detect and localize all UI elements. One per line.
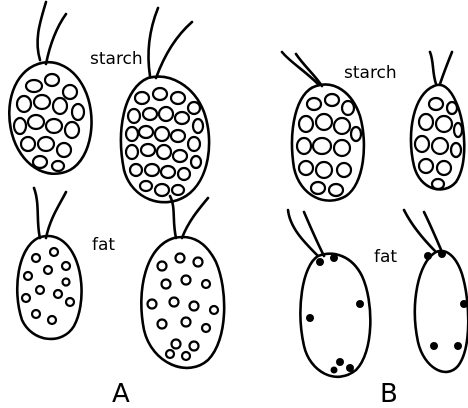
flagella <box>424 212 442 252</box>
label-fat-a: fat <box>92 235 115 255</box>
flagella <box>170 196 176 238</box>
panel-label-a: A <box>112 379 130 408</box>
flagella <box>282 52 318 84</box>
flagella <box>46 192 66 238</box>
starch-grains <box>126 88 203 196</box>
flagella <box>296 54 322 86</box>
flagella <box>430 52 436 84</box>
cell-outline <box>141 237 224 368</box>
fat-droplets <box>22 248 74 324</box>
flagella <box>148 8 158 76</box>
flagella <box>46 14 66 64</box>
fat-droplets <box>424 250 468 350</box>
flagella <box>440 52 452 84</box>
cell-outline <box>415 251 468 372</box>
flagella <box>182 198 208 238</box>
label-starch-a: starch <box>90 49 143 69</box>
flagella <box>34 188 40 238</box>
flagella <box>304 212 324 256</box>
label-fat-b: fat <box>374 247 397 267</box>
flagella <box>156 22 192 78</box>
panel-label-b: B <box>380 379 398 408</box>
flagella <box>404 210 436 252</box>
cell-b-fat-left <box>288 210 370 377</box>
flagella <box>38 2 46 60</box>
starch-grains <box>415 98 462 189</box>
fat-droplets <box>306 254 364 374</box>
label-starch-b: starch <box>344 63 397 83</box>
fat-droplets <box>148 254 219 361</box>
starch-grains <box>14 74 84 171</box>
starch-grains <box>297 94 361 196</box>
